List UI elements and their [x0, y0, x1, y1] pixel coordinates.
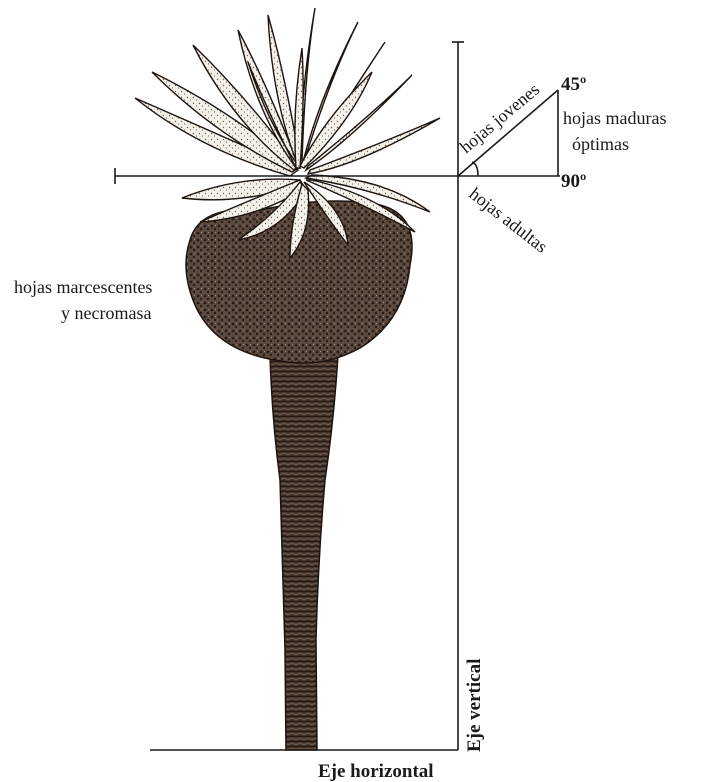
label-90-degrees: 90º: [561, 171, 586, 192]
label-eje-horizontal: Eje horizontal: [318, 761, 434, 782]
label-marcescentes-line2: y necromasa: [61, 303, 151, 323]
label-hojas-maduras-line2: óptimas: [572, 134, 629, 154]
label-marcescentes-line1: hojas marcescentes: [14, 277, 152, 297]
label-hojas-jovenes: hojas jovenes: [456, 79, 544, 157]
upper-leaves: [135, 8, 440, 176]
axes: [115, 42, 560, 750]
stem: [270, 355, 338, 750]
label-hojas-maduras-line1: hojas maduras: [563, 108, 666, 128]
label-eje-vertical: Eje vertical: [464, 659, 485, 752]
plant-illustration: [135, 8, 440, 750]
label-hojas-adultas: hojas adultas: [466, 183, 552, 256]
label-45-degrees: 45º: [561, 74, 586, 95]
